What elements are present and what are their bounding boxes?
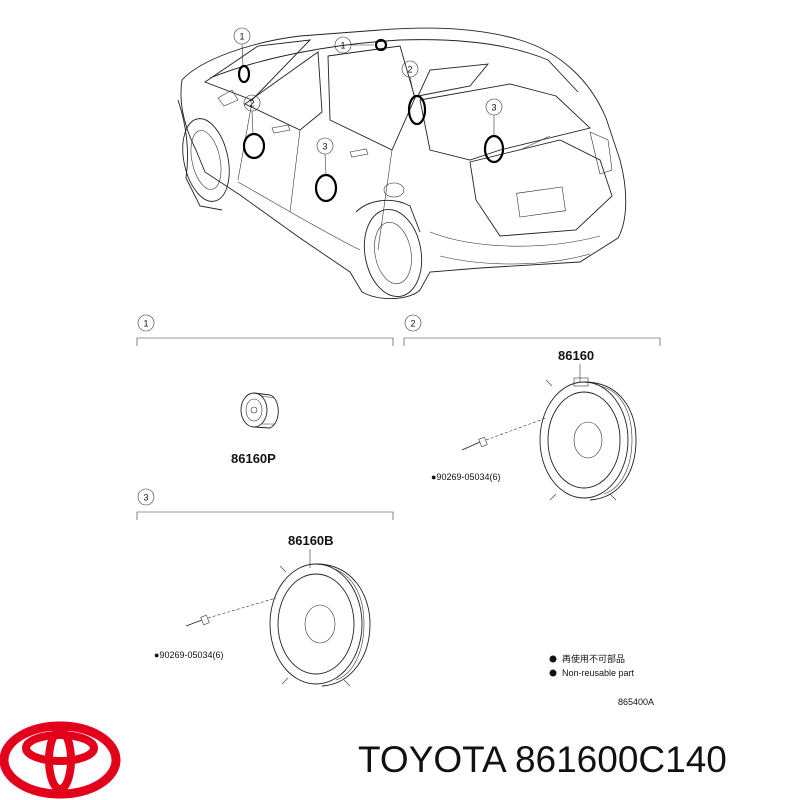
svg-text:2: 2 [249,99,254,109]
legend: 再使用不可部品 Non-reusable part [549,653,635,678]
svg-text:1: 1 [239,32,244,42]
legend-line-2: Non-reusable part [562,668,635,678]
speaker-86160 [539,377,637,501]
svg-text:3: 3 [143,493,148,503]
callout-2-front-door: 2 [243,94,261,112]
section-3: 3 86160B ●90269-05034(6) [136,488,394,687]
callout-2-rear-door-side: 2 [401,60,419,78]
legend-line-1: 再使用不可部品 [562,653,625,664]
svg-text:1: 1 [143,319,148,329]
brand-part-number-caption: TOYOTA 861600C140 [358,739,727,780]
part-label-86160b: 86160B [288,533,334,548]
callout-3-rear-door: 3 [316,137,334,155]
callout-1-windshield: 1 [233,27,251,45]
screw-section-2 [461,417,547,451]
diagram-code: 865400A [618,697,654,707]
callout-1-roof: 1 [334,36,352,54]
part-label-86160p: 86160P [231,451,276,466]
fastener-label-section-2: ●90269-05034(6) [431,472,501,482]
svg-text:1: 1 [340,41,345,51]
toyota-logo-icon [0,721,121,799]
fastener-label-section-3: ●90269-05034(6) [154,650,224,660]
part-label-86160: 86160 [558,348,594,363]
speaker-86160b [269,563,371,687]
section-2: 2 86160 ●90269-05034(6) [403,314,661,501]
section-1: 1 86160P [136,314,394,466]
screw-section-3 [185,597,277,627]
svg-text:2: 2 [407,65,412,75]
car-illustration [177,27,627,300]
svg-text:3: 3 [322,142,327,152]
tweeter-86160p [240,392,279,429]
svg-text:2: 2 [410,319,415,329]
svg-text:3: 3 [491,103,496,113]
callout-3-rear-quarter: 3 [485,98,503,116]
